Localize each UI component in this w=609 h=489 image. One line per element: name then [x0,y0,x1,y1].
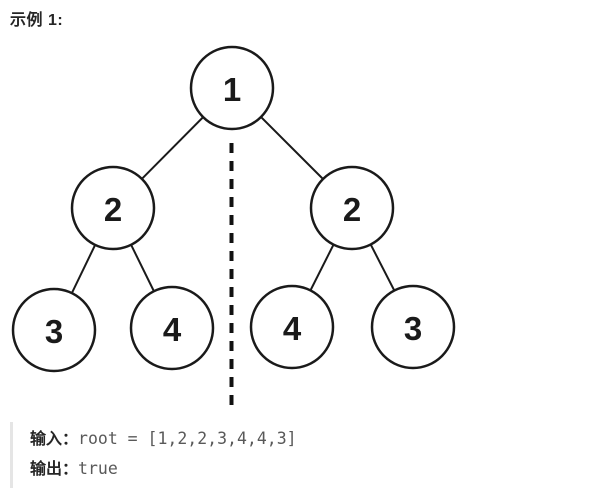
tree-node-circle [370,284,456,370]
tree-node-value: 4 [163,311,182,348]
output-label: 输出： [30,461,79,478]
tree-node-circle [129,285,215,371]
tree-node-circle [309,165,395,251]
binary-tree-figure: 1 2 2 3 4 4 3 [11,45,456,407]
input-line: 输入：root = [1,2,2,3,4,4,3] [30,425,590,455]
example-io-block: 输入：root = [1,2,2,3,4,4,3]输出：true [10,422,590,488]
output-line: 输出：true [30,455,590,485]
tree-node-circle [189,45,275,131]
tree-node-value: 3 [45,313,63,350]
input-value: root = [1,2,2,3,4,4,3] [78,429,297,448]
input-label: 输入： [30,431,79,448]
tree-node-value: 4 [283,310,302,347]
tree-node-circle [70,165,156,251]
tree-node-value: 3 [404,310,422,347]
output-value: true [78,459,118,478]
tree-node-value: 2 [104,191,122,228]
tree-node-value: 2 [343,191,361,228]
tree-node-circle [249,284,335,370]
tree-node-circle [11,287,97,373]
tree-node-value: 1 [223,71,241,108]
example-title: 示例 1: [10,12,64,29]
